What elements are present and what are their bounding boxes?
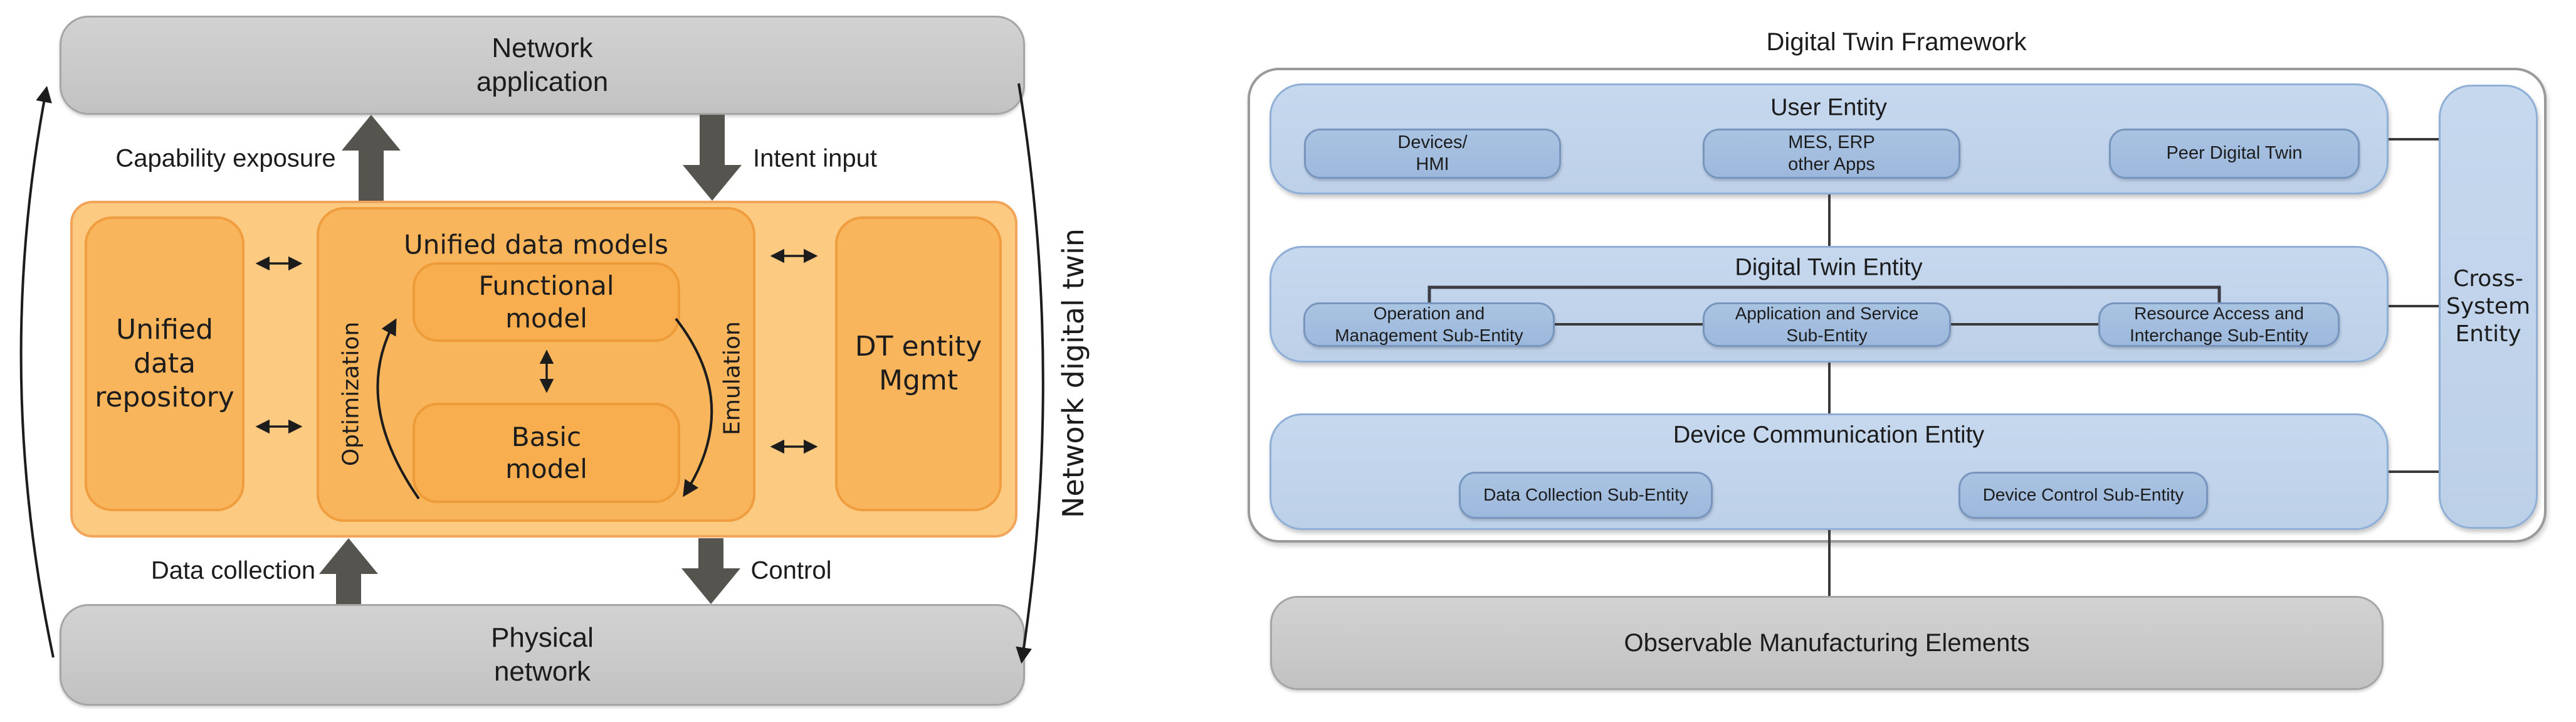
- basic-model-label: Basic model: [505, 421, 587, 484]
- data-collection-up-arrow: [319, 538, 378, 604]
- unified-data-repository-label: Unified data repository: [95, 314, 234, 413]
- capability-exposure-up-arrow: [342, 115, 401, 201]
- data-collection-subentity-box: Data Collection Sub-Entity: [1459, 472, 1713, 519]
- network-application-box: Network application: [60, 16, 1025, 115]
- operation-management-subentity-label: Operation and Management Sub-Entity: [1335, 304, 1523, 345]
- dt-entity-mgmt-label: DT entity Mgmt: [854, 331, 982, 396]
- capability-exposure-label: Capability exposure: [115, 144, 336, 173]
- observable-manufacturing-elements-box: Observable Manufacturing Elements: [1270, 596, 2384, 690]
- device-communication-entity-label: Device Communication Entity: [1673, 422, 1985, 449]
- application-service-subentity-box: Application and Service Sub-Entity: [1703, 302, 1951, 347]
- intent-input-label: Intent input: [753, 144, 877, 173]
- control-label: Control: [750, 556, 832, 585]
- network-application-label: Network application: [476, 33, 609, 97]
- devices-hmi-label: Devices/ HMI: [1397, 132, 1468, 174]
- mes-erp-box: MES, ERP other Apps: [1703, 129, 1960, 179]
- application-service-subentity-label: Application and Service Sub-Entity: [1735, 304, 1919, 345]
- basic-model-box: Basic model: [413, 403, 680, 503]
- right-cycle-arc-arrow: [1016, 83, 1044, 664]
- unified-data-repository-box: Unified data repository: [85, 216, 244, 511]
- cross-system-entity-box: Cross- System Entity: [2439, 85, 2538, 529]
- dt-entity-mgmt-box: DT entity Mgmt: [835, 216, 1002, 511]
- data-collection-subentity-label: Data Collection Sub-Entity: [1483, 485, 1688, 505]
- physical-network-label: Physical network: [491, 622, 594, 687]
- mes-erp-label: MES, ERP other Apps: [1788, 132, 1875, 174]
- device-control-subentity-label: Device Control Sub-Entity: [1982, 485, 2184, 505]
- cross-system-entity-label: Cross- System Entity: [2446, 266, 2531, 347]
- resource-access-subentity-box: Resource Access and Interchange Sub-Enti…: [2098, 302, 2340, 347]
- control-down-arrow: [681, 538, 740, 604]
- functional-model-label: Functional model: [478, 270, 614, 334]
- optimization-label: Optimization: [338, 321, 364, 467]
- emulation-label: Emulation: [719, 321, 745, 435]
- data-collection-label: Data collection: [150, 556, 316, 585]
- digital-twin-framework-title: Digital Twin Framework: [1766, 28, 2027, 56]
- devices-hmi-box: Devices/ HMI: [1304, 129, 1561, 179]
- user-entity-label: User Entity: [1770, 94, 1887, 121]
- digital-twin-entity-label: Digital Twin Entity: [1735, 254, 1923, 281]
- network-digital-twin-label: Network digital twin: [1056, 228, 1090, 518]
- device-control-subentity-box: Device Control Sub-Entity: [1958, 472, 2208, 519]
- unified-data-models-label: Unified data models: [404, 229, 668, 260]
- peer-digital-twin-box: Peer Digital Twin: [2109, 129, 2360, 179]
- resource-access-subentity-label: Resource Access and Interchange Sub-Enti…: [2130, 304, 2308, 345]
- peer-digital-twin-label: Peer Digital Twin: [2166, 143, 2303, 164]
- operation-management-subentity-box: Operation and Management Sub-Entity: [1303, 302, 1555, 347]
- left-cycle-arc-arrow: [19, 85, 55, 658]
- functional-model-box: Functional model: [413, 262, 680, 342]
- physical-network-box: Physical network: [60, 604, 1025, 706]
- intent-input-down-arrow: [683, 115, 742, 201]
- observable-manufacturing-elements-label: Observable Manufacturing Elements: [1624, 629, 2030, 657]
